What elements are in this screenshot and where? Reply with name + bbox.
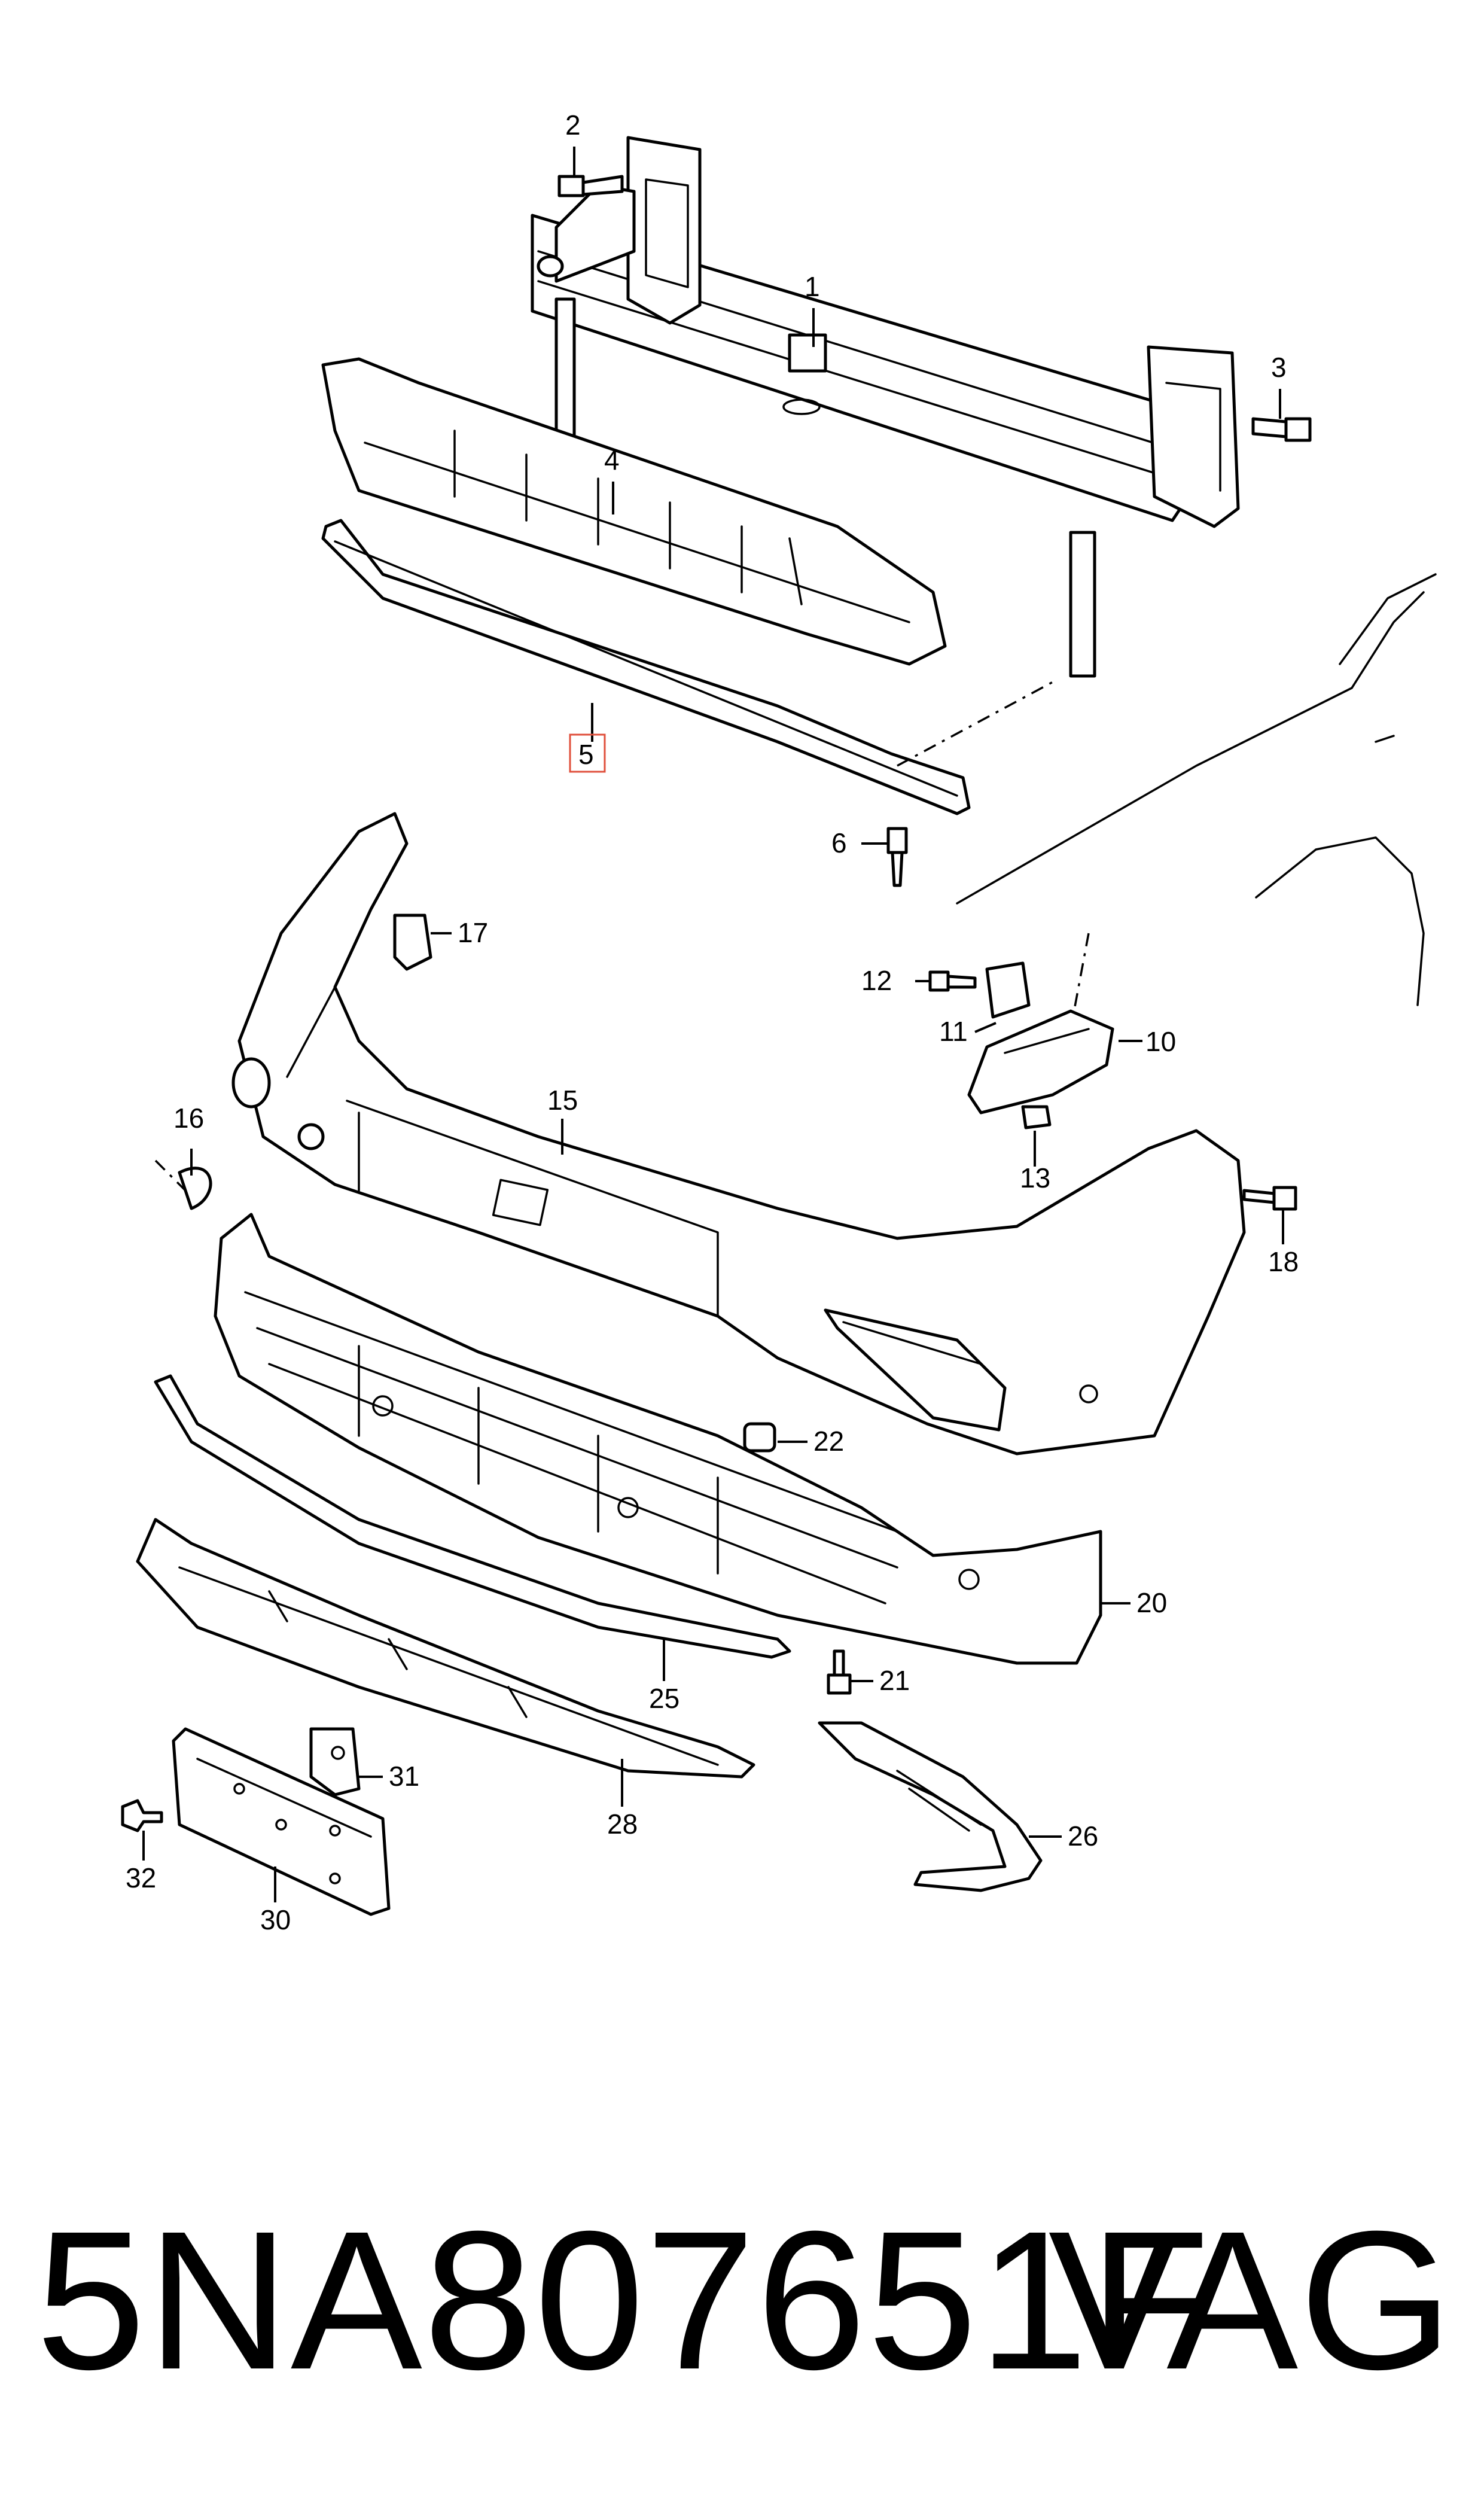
brand-label: VAG — [1048, 2190, 1454, 2410]
callout-30: 30 — [260, 1904, 291, 1935]
callout-5-highlight-box — [569, 733, 606, 773]
callout-18: 18 — [1268, 1246, 1299, 1277]
leader-lines — [142, 147, 1284, 1902]
part-4-energy-absorber — [321, 357, 947, 666]
callout-17: 17 — [458, 917, 488, 948]
part-6-screw — [886, 827, 908, 887]
callout-10: 10 — [1145, 1026, 1176, 1057]
part-2-bolt — [557, 175, 624, 197]
part-15-bumper-cover — [231, 812, 1246, 1456]
callout-labels: 1 2 3 4 5 6 10 11 12 13 15 16 17 18 20 2… — [126, 109, 1299, 1935]
callout-22: 22 — [813, 1426, 844, 1457]
callout-21: 21 — [879, 1665, 910, 1696]
callout-2: 2 — [565, 109, 581, 141]
guide-line — [154, 1159, 199, 1204]
exploded-parts-diagram: 1 2 3 4 5 6 10 11 12 13 15 16 17 18 20 2… — [121, 109, 1437, 1935]
footer: 5NA807651F VAG — [0, 2166, 1484, 2453]
part-16-tow-eye-cap — [178, 1167, 212, 1210]
callout-20: 20 — [1136, 1587, 1167, 1618]
callout-5: 5 — [578, 739, 594, 770]
part-3-bolt — [1251, 417, 1312, 442]
part-17-clip — [393, 914, 432, 971]
part-28-spoiler — [136, 1518, 755, 1779]
part-12-screw — [928, 970, 977, 992]
part-30-license-plate-holder — [172, 1727, 391, 1916]
callout-1: 1 — [805, 271, 820, 302]
fender-outline — [956, 573, 1437, 1006]
part-31-clip — [309, 1727, 361, 1797]
callout-31: 31 — [389, 1761, 419, 1792]
callout-25: 25 — [649, 1683, 679, 1714]
callout-28: 28 — [607, 1808, 638, 1840]
guide-line — [897, 681, 1053, 767]
callout-26: 26 — [1068, 1820, 1098, 1852]
callout-3: 3 — [1271, 352, 1287, 383]
callout-6: 6 — [831, 827, 847, 858]
part-5-strip — [321, 519, 971, 815]
part-22-grommet — [743, 1422, 776, 1453]
callout-12: 12 — [861, 965, 892, 996]
part-11-clip — [985, 961, 1031, 1019]
part-20-lower-grille — [214, 1213, 1102, 1665]
part-18-screw — [1242, 1186, 1297, 1211]
part-1-cross-member — [531, 136, 1240, 678]
callout-13: 13 — [1020, 1162, 1050, 1193]
part-13-nut — [1021, 1105, 1052, 1129]
callout-16: 16 — [173, 1103, 204, 1134]
part-10-bracket — [967, 1009, 1114, 1115]
part-number: 5NA807651F — [36, 2190, 1211, 2410]
part-25-trim-strip — [154, 1374, 791, 1659]
part-32-rivet — [121, 1799, 163, 1832]
callout-32: 32 — [126, 1862, 156, 1893]
part-26-fog-trim — [818, 1721, 1043, 1892]
callout-11: 11 — [939, 1016, 968, 1047]
callout-15: 15 — [547, 1085, 578, 1116]
callout-4: 4 — [604, 444, 620, 476]
part-21-screw — [827, 1649, 852, 1695]
